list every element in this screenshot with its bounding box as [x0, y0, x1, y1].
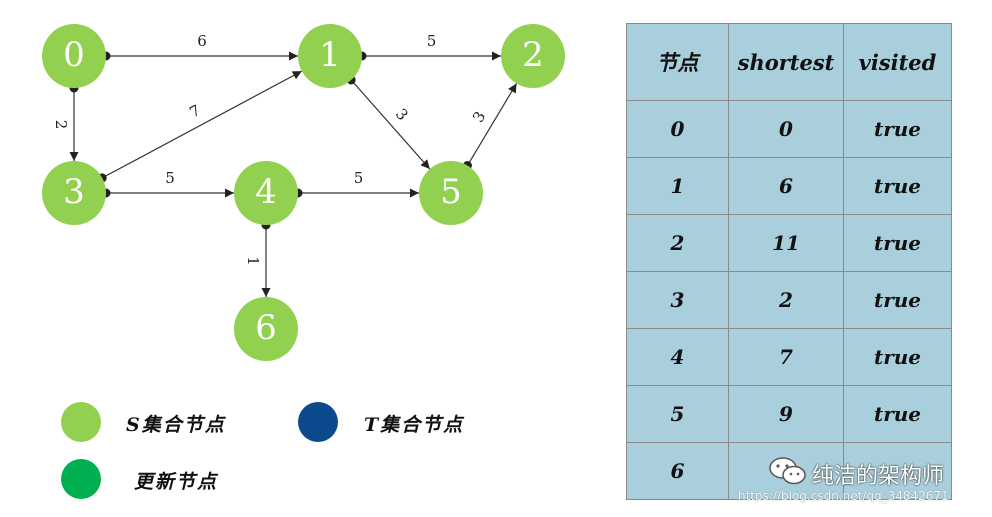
edge-weight-label: 1: [244, 256, 262, 266]
edge-weight-label: 3: [469, 108, 489, 125]
legend-dot-s-set: [61, 402, 101, 442]
graph-node-label: 6: [255, 308, 277, 348]
cell-visited: true: [843, 157, 952, 215]
cell-node: 1: [626, 157, 729, 215]
table-row: 5 9 true: [626, 385, 952, 443]
cell-visited: true: [843, 385, 952, 443]
legend-label-t-set: T集合节点: [364, 414, 465, 436]
cell-node: 3: [626, 271, 729, 329]
cell-shortest: 6: [728, 157, 844, 215]
graph-node-label: 0: [63, 35, 85, 75]
cell-node: 0: [626, 100, 729, 158]
cell-shortest: 9: [728, 385, 844, 443]
cell-node: 6: [626, 442, 729, 500]
edge-weight-label: 5: [427, 32, 437, 50]
graph-diagram: 6 5 2 7 3 3 5 5 1 0 1 2 3 4 5 6: [42, 24, 565, 361]
legend-label-s-set: S集合节点: [126, 414, 226, 436]
graph-node-label: 2: [522, 35, 544, 75]
edge-weight-label: 3: [392, 105, 412, 124]
table-row: 0 0 true: [626, 100, 952, 158]
graph-node-2: [501, 24, 565, 88]
header-shortest: shortest: [728, 23, 844, 101]
legend-dot-t-set: [298, 402, 338, 442]
table-row: 1 6 true: [626, 157, 952, 215]
edge-5-2: [466, 83, 518, 166]
graph-node-label: 3: [63, 172, 85, 212]
edge-weight-label: 7: [186, 101, 203, 121]
watermark-url: https://blog.csdn.net/qq_34842671: [738, 489, 949, 503]
edge-weight-label: 2: [52, 120, 70, 130]
cell-shortest: 0: [728, 100, 844, 158]
table-row: 2 11 true: [626, 214, 952, 272]
cell-node: 5: [626, 385, 729, 443]
graph-node-3: [42, 161, 106, 225]
edge-3-1: [101, 70, 303, 179]
edge-weight-label: 5: [165, 169, 175, 187]
graph-node-5: [419, 161, 483, 225]
watermark-brand: 纯洁的架构师: [812, 464, 945, 489]
wechat-icon: [769, 457, 806, 485]
header-visited: visited: [843, 23, 952, 101]
cell-visited: true: [843, 100, 952, 158]
cell-shortest: 11: [728, 214, 844, 272]
edge-weight-label: 5: [354, 169, 364, 187]
cell-shortest: 2: [728, 271, 844, 329]
cell-visited: true: [843, 271, 952, 329]
graph-node-0: [42, 24, 106, 88]
graph-node-label: 4: [255, 172, 277, 212]
cell-node: 2: [626, 214, 729, 272]
cell-visited: true: [843, 328, 952, 386]
legend-label-updated: 更新节点: [134, 471, 219, 493]
cell-visited: true: [843, 214, 952, 272]
graph-node-label: 1: [319, 35, 341, 75]
graph-node-label: 5: [440, 172, 462, 212]
cell-node: 4: [626, 328, 729, 386]
table-header-row: 节点 shortest visited: [626, 23, 952, 101]
cell-shortest: 7: [728, 328, 844, 386]
edge-weight-label: 6: [197, 32, 207, 50]
graph-node-1: [298, 24, 362, 88]
edge-1-5: [350, 79, 431, 170]
legend-dot-updated: [61, 459, 101, 499]
table-row: 4 7 true: [626, 328, 952, 386]
graph-node-6: [234, 297, 298, 361]
shortest-path-table: 节点 shortest visited 0 0 true 1 6 true 2 …: [626, 23, 952, 500]
graph-node-4: [234, 161, 298, 225]
cell-visited: [843, 442, 952, 500]
table-row: 3 2 true: [626, 271, 952, 329]
header-node: 节点: [626, 23, 729, 101]
